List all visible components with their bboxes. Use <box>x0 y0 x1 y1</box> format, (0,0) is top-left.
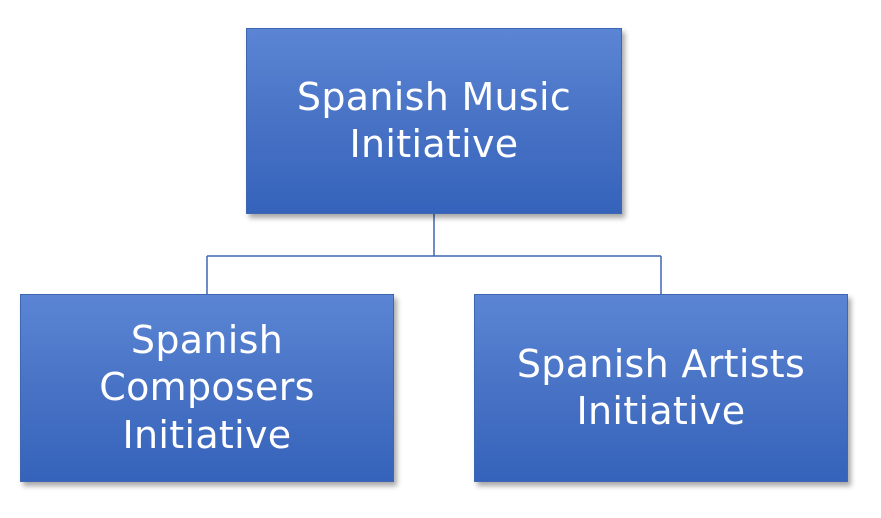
node-spanish-composers-initiative[interactable]: Spanish Composers Initiative <box>20 294 394 482</box>
node-spanish-artists-initiative[interactable]: Spanish Artists Initiative <box>474 294 848 482</box>
node-label: Spanish Composers Initiative <box>99 317 315 457</box>
node-label: Spanish Artists Initiative <box>516 341 806 434</box>
node-label: Spanish Music Initiative <box>296 74 572 167</box>
node-spanish-music-initiative[interactable]: Spanish Music Initiative <box>246 28 622 214</box>
